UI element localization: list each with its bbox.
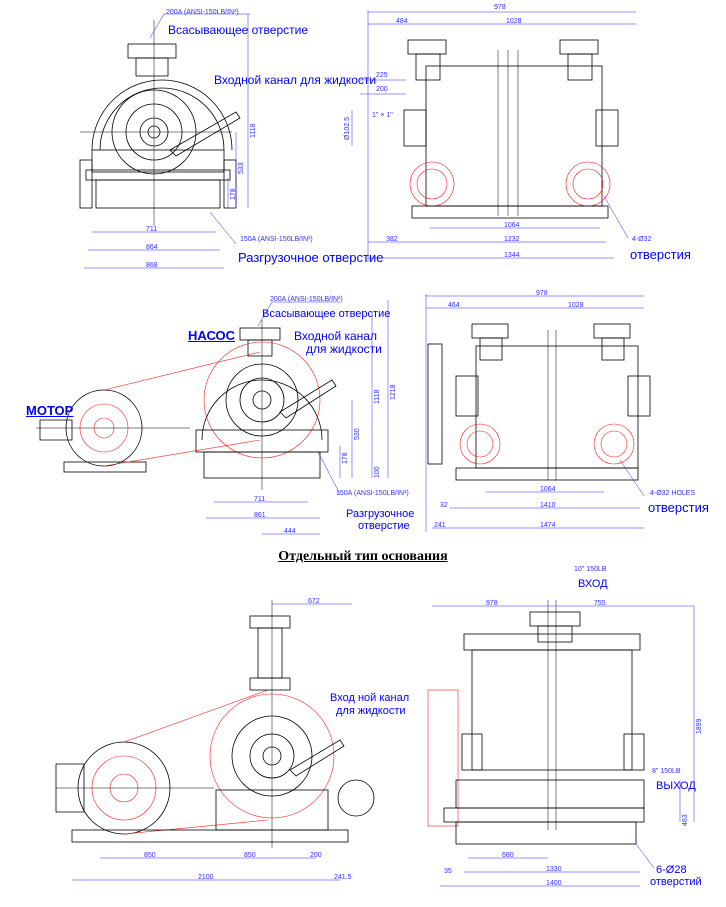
view3-dim-100: 100	[374, 466, 381, 478]
view1-suction-label: Всасывающее отверстие	[168, 23, 309, 37]
view1-pump-front	[79, 13, 250, 269]
view1-dim-864: 864	[146, 244, 158, 251]
view4-dim-1028: 1028	[568, 302, 584, 309]
view2-dim-484: 484	[396, 18, 408, 25]
view1-dim-1118: 1118	[250, 123, 257, 138]
view5-dim-241-5: 241.5	[334, 874, 352, 881]
view1-dim-533: 533	[238, 162, 245, 174]
view3-liquid-inlet-line2: для жидкости	[306, 342, 382, 356]
view3-pump-tag: НАСОС	[188, 328, 236, 343]
view5-dim-850-b: 850	[244, 852, 256, 859]
view2-dim-1344: 1344	[504, 252, 520, 259]
view3-dim-711: 711	[254, 496, 266, 503]
view6-holes-spec: 6-Ø28	[656, 864, 687, 876]
view2-dim-225: 225	[376, 72, 388, 79]
view1-liquid-inlet-label: Входной канал для жидкости	[214, 73, 377, 87]
view6-holes-label: отверстий	[650, 876, 702, 888]
view4-dim-1064: 1064	[540, 486, 556, 493]
view3-motor-tag: МОТОР	[26, 403, 74, 418]
view6-dim-463: 463	[682, 814, 689, 826]
view3-dim-178: 178	[342, 452, 349, 464]
view6-dim-1400: 1400	[546, 880, 562, 887]
view3-dim-444: 444	[284, 528, 296, 535]
view4-pump-plan-base	[425, 294, 651, 532]
view6-outlet-standard: 8" 150LB	[652, 768, 681, 775]
view3-dim-861: 861	[254, 512, 266, 519]
view2-dim-1028: 1028	[506, 18, 522, 25]
view3-pump-motor-front	[36, 300, 389, 535]
view3-dim-530: 530	[354, 428, 361, 440]
view3-liquid-inlet-line1: Входной канал	[294, 329, 377, 343]
view6-inlet-label: ВХОД	[578, 578, 608, 590]
view2-dim-1232: 1232	[504, 236, 520, 243]
view2-pipe-note: 1" × 1"	[372, 112, 393, 119]
view4-holes-label: отверстия	[648, 500, 709, 515]
view1-discharge-standard: 150A (ANSI-150LB/IN²)	[240, 236, 313, 243]
view6-dim-35: 35	[444, 868, 452, 875]
view2-dim-1064: 1064	[504, 222, 520, 229]
view3-dim-1218: 1218	[390, 384, 397, 400]
section-title: Отдельный тип основания	[278, 549, 448, 564]
view6-dim-680: 680	[502, 852, 514, 859]
view2-pump-plan	[351, 10, 636, 262]
view6-inlet-standard: 10" 150LB	[574, 566, 607, 573]
view2-dim-382: 382	[386, 236, 398, 243]
view2-dim-978: 978	[494, 4, 506, 11]
view2-holes-spec: 4-Ø32	[632, 236, 652, 243]
view5-dim-2100: 2100	[198, 874, 214, 881]
view4-dim-978: 978	[536, 290, 548, 297]
view1-suction-standard: 200A (ANSI-150LB/IN²)	[166, 9, 239, 16]
view5-liquid-inlet-line2: для жидкости	[336, 705, 406, 717]
view3-discharge-line1: Разгрузочное	[346, 508, 415, 520]
view3-suction-label: Всасывающее отверстие	[262, 308, 391, 320]
view4-holes-spec: 4-Ø32 HOLES	[650, 490, 696, 497]
view5-dim-200: 200	[310, 852, 322, 859]
view3-dim-1118: 1118	[374, 389, 381, 404]
view2-flange-note: Ø102.5	[344, 117, 351, 140]
view3-discharge-line2: отверстие	[358, 520, 410, 532]
view6-separate-base-plan	[427, 600, 695, 887]
view4-dim-464: 464	[448, 302, 460, 309]
view5-dim-672: 672	[308, 598, 320, 605]
view5-separate-base-front	[55, 600, 375, 881]
view4-dim-1410: 1410	[540, 502, 556, 509]
view1-discharge-label: Разгрузочное отверстие	[238, 250, 384, 265]
view4-dim-32: 32	[440, 502, 448, 509]
view5-dim-850-a: 850	[144, 852, 156, 859]
view6-dim-1899: 1899	[696, 718, 703, 734]
view1-dim-711: 711	[146, 226, 158, 233]
view3-discharge-standard: 150A (ANSI-150LB/IN²)	[336, 490, 409, 497]
view6-dim-978: 978	[486, 600, 498, 607]
view2-dim-200: 200	[376, 86, 388, 93]
view6-dim-755: 755	[594, 600, 606, 607]
view2-holes-label: отверстия	[630, 247, 691, 262]
view1-dim-178: 178	[230, 188, 237, 200]
view4-dim-241: 241	[434, 522, 446, 529]
view4-dim-1474: 1474	[540, 522, 556, 529]
view6-dim-1330: 1330	[546, 866, 562, 873]
view3-suction-standard: 200A (ANSI-150LB/IN²)	[270, 296, 343, 303]
view6-outlet-label: ВЫХОД	[656, 780, 696, 792]
view1-dim-868: 868	[146, 262, 158, 269]
view5-liquid-inlet-line1: Вход ной канал	[330, 692, 410, 704]
